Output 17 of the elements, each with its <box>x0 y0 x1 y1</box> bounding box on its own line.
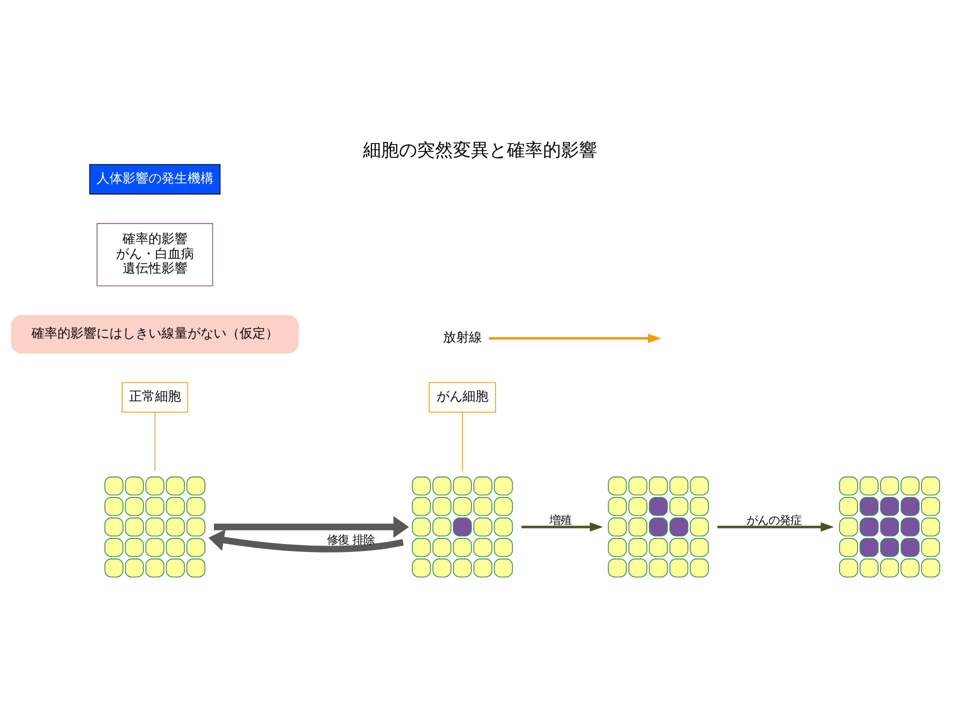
arrow <box>214 516 409 538</box>
arrow <box>489 333 662 342</box>
connector <box>462 411 463 471</box>
arrow <box>522 522 603 532</box>
label: 人体影響の発生機構 <box>96 170 214 186</box>
node-box: 確率的影響 がん・白血病 遺伝性影響 <box>96 222 214 286</box>
edge-label: 増殖 <box>549 512 572 526</box>
node-box: がん細胞 <box>428 382 496 412</box>
node-box: 確率的影響にはしきい線量がない（仮定） <box>10 314 299 354</box>
node-box: 正常細胞 <box>122 382 188 412</box>
diagram-title: 細胞の突然変異と確率的影響 <box>363 139 597 160</box>
node-text: 放射線 <box>442 330 482 345</box>
arrow <box>208 528 404 552</box>
edge-label: がんの発症 <box>746 512 802 526</box>
connector <box>154 411 156 471</box>
arrow <box>717 522 834 532</box>
edge-label: 修復 排除 <box>327 532 375 546</box>
